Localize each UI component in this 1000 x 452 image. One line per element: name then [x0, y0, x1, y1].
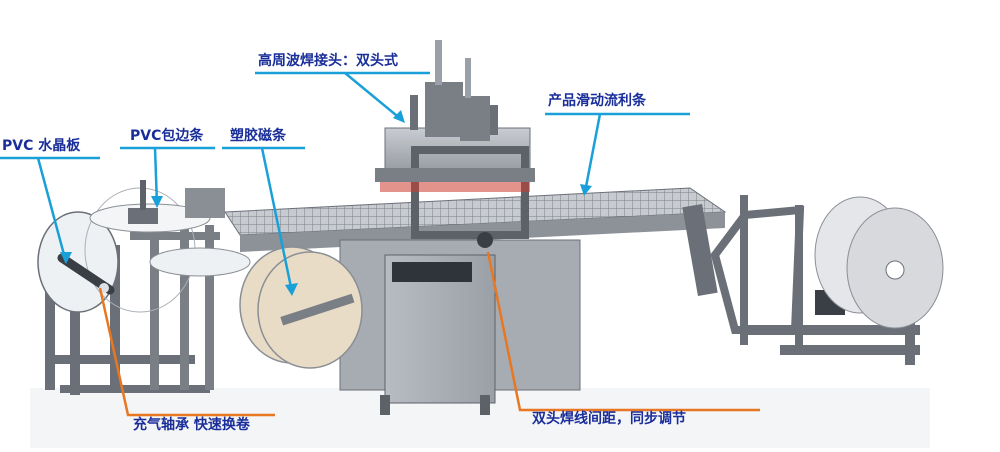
leader-lines [0, 71, 760, 417]
label-dual-head-spacing: 双头焊线间距，同步调节 [532, 411, 686, 427]
magnetic-strip-roll [239, 246, 363, 369]
label-air-shaft-quick-change: 充气轴承 快速换卷 [133, 417, 250, 433]
label-hf-welding-head: 高周波焊接头：双头式 [258, 53, 398, 69]
label-pvc-crystal-board: PVC 水晶板 [2, 138, 81, 154]
control-cabinet [339, 232, 581, 415]
label-plastic-magnetic-strip: 塑胶磁条 [230, 128, 286, 144]
edge-strip-feeder [89, 180, 251, 277]
leader-arrowheads [60, 110, 592, 296]
product-winder-roll [814, 196, 944, 329]
label-product-slide-strip: 产品滑动流利条 [548, 93, 646, 109]
product-winder-stand [710, 195, 920, 365]
label-pvc-edge-strip: PVC包边条 [130, 128, 204, 144]
hf-welding-head [375, 40, 535, 239]
